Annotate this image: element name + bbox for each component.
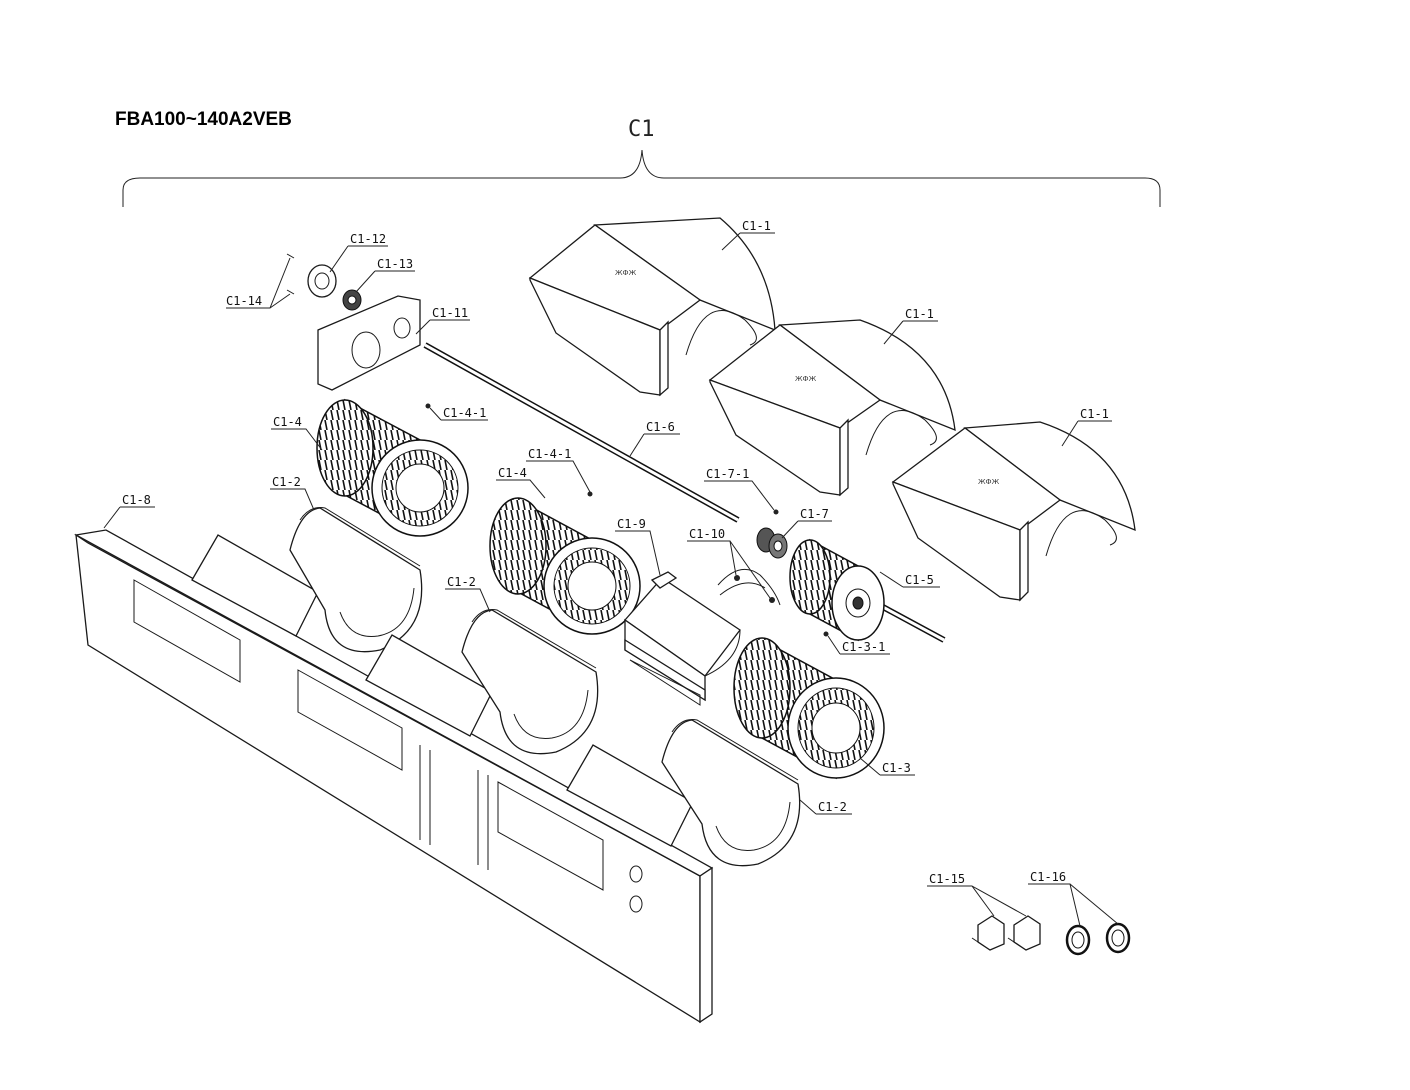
rings	[1065, 922, 1131, 956]
group-brace	[122, 149, 1161, 207]
label-c1-2-b: C1-2	[447, 575, 476, 589]
label-c1-3-1: C1-3-1	[842, 640, 885, 654]
housing-bottom-right	[566, 719, 801, 867]
label-c1-9: C1-9	[617, 517, 646, 531]
label-c1-2-c: C1-2	[818, 800, 847, 814]
label-c1-11: C1-11	[432, 306, 468, 320]
label-c1-1-c: C1-1	[1080, 407, 1109, 421]
label-c1-16: C1-16	[1030, 870, 1066, 884]
label-c1-7: C1-7	[800, 507, 829, 521]
label-c1-4-a: C1-4	[273, 415, 302, 429]
fan-wheel-left	[316, 398, 469, 537]
label-c1-6: C1-6	[646, 420, 675, 434]
bearing-flange	[307, 264, 337, 298]
clips	[971, 915, 1041, 951]
bearing	[342, 289, 362, 311]
fan-wheel-middle	[489, 497, 641, 635]
label-c1-8: C1-8	[122, 493, 151, 507]
housing-bottom-middle	[365, 609, 599, 755]
front-panel	[74, 529, 714, 1024]
label-c1-1-a: C1-1	[742, 219, 771, 233]
label-c1-4-b: C1-4	[498, 466, 527, 480]
svg-text:ЖФЖ: ЖФЖ	[615, 269, 637, 277]
screw-c1-7-1	[773, 509, 779, 515]
motor	[789, 538, 885, 642]
housing-bottom-left	[191, 507, 423, 653]
screw-c1-4-1-a	[425, 403, 431, 409]
label-c1-10: C1-10	[689, 527, 725, 541]
housing-top-middle: ЖФЖ	[708, 319, 956, 497]
screws	[286, 253, 295, 295]
model-title: FBA100~140A2VEB	[115, 109, 292, 130]
wire-harness	[717, 568, 781, 606]
motor-mount	[756, 527, 788, 559]
label-c1-7-1: C1-7-1	[706, 467, 749, 481]
label-c1-12: C1-12	[350, 232, 386, 246]
label-c1-2-a: C1-2	[272, 475, 301, 489]
label-c1-3: C1-3	[882, 761, 911, 775]
motor-bracket	[624, 571, 741, 706]
label-c1-13: C1-13	[377, 257, 413, 271]
group-label: C1	[628, 117, 655, 142]
bearing-plate	[317, 295, 421, 391]
screw-c1-4-1-b	[587, 491, 593, 497]
label-c1-5: C1-5	[905, 573, 934, 587]
label-c1-4-1-a: C1-4-1	[443, 406, 486, 420]
svg-text:ЖФЖ: ЖФЖ	[795, 375, 817, 383]
fan-wheel-right	[733, 637, 885, 780]
housing-top-right: ЖФЖ	[891, 421, 1136, 602]
label-c1-4-1-b: C1-4-1	[528, 447, 571, 461]
svg-text:ЖФЖ: ЖФЖ	[978, 478, 1000, 486]
label-c1-14: C1-14	[226, 294, 262, 308]
label-c1-15: C1-15	[929, 872, 965, 886]
label-c1-1-b: C1-1	[905, 307, 934, 321]
housing-top-left: ЖФЖ	[528, 217, 776, 397]
screw-c1-3-1	[823, 631, 829, 637]
